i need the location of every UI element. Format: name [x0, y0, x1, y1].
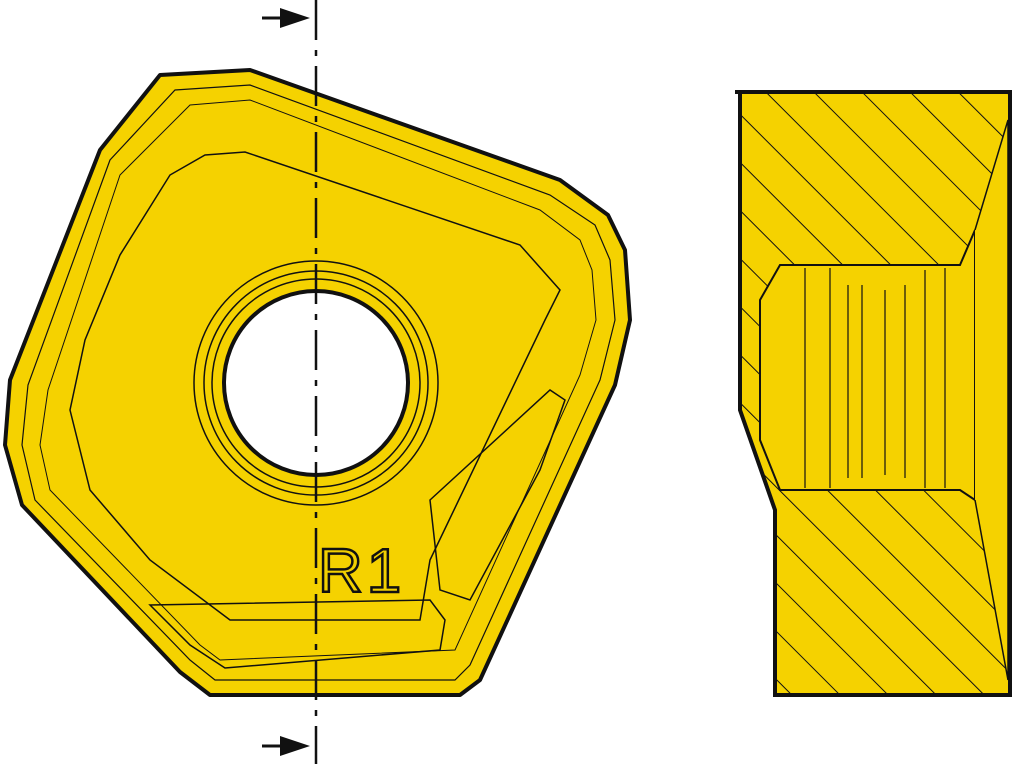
insert-marking: R1: [318, 537, 405, 606]
insert-section-view: [735, 90, 1012, 697]
section-arrow-top: [262, 8, 310, 28]
inner-facet: [69, 151, 561, 621]
edge-facet-2: [39, 99, 597, 661]
bottom-land: [148, 599, 446, 669]
bore-lines: [804, 268, 946, 488]
section-side-facet: [974, 119, 1009, 681]
insert-top-view: R1: [3, 68, 632, 697]
right-land: [429, 389, 566, 601]
section-bore: [759, 229, 976, 502]
edge-facet: [21, 84, 616, 681]
section-arrow-bottom: [262, 736, 310, 756]
